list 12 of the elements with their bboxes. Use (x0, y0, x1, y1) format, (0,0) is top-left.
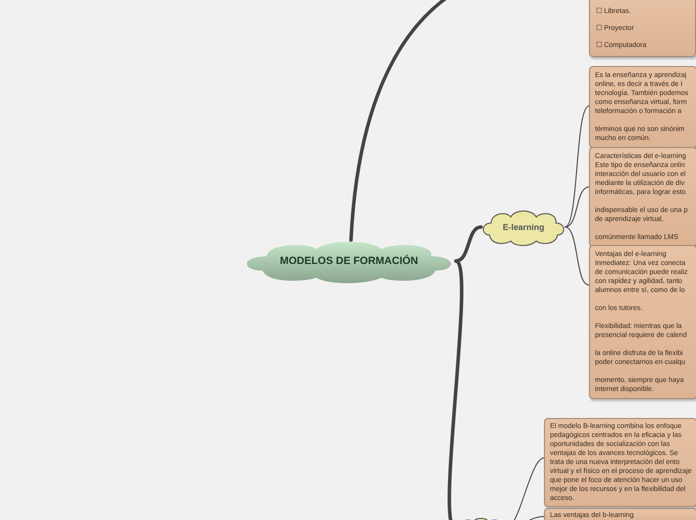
note-card (589, 66, 696, 148)
topic-label: E-learning (502, 222, 544, 232)
topic-label: MODELOS DE FORMACIÓN (280, 255, 418, 267)
note-card (544, 508, 696, 520)
connector-line (454, 225, 483, 263)
note-card (589, 0, 696, 57)
note-card (589, 147, 696, 247)
note-card (589, 245, 696, 399)
connector-line (448, 259, 464, 520)
connector-line (564, 226, 590, 286)
connector-line (564, 186, 590, 228)
connector-line (564, 106, 590, 228)
